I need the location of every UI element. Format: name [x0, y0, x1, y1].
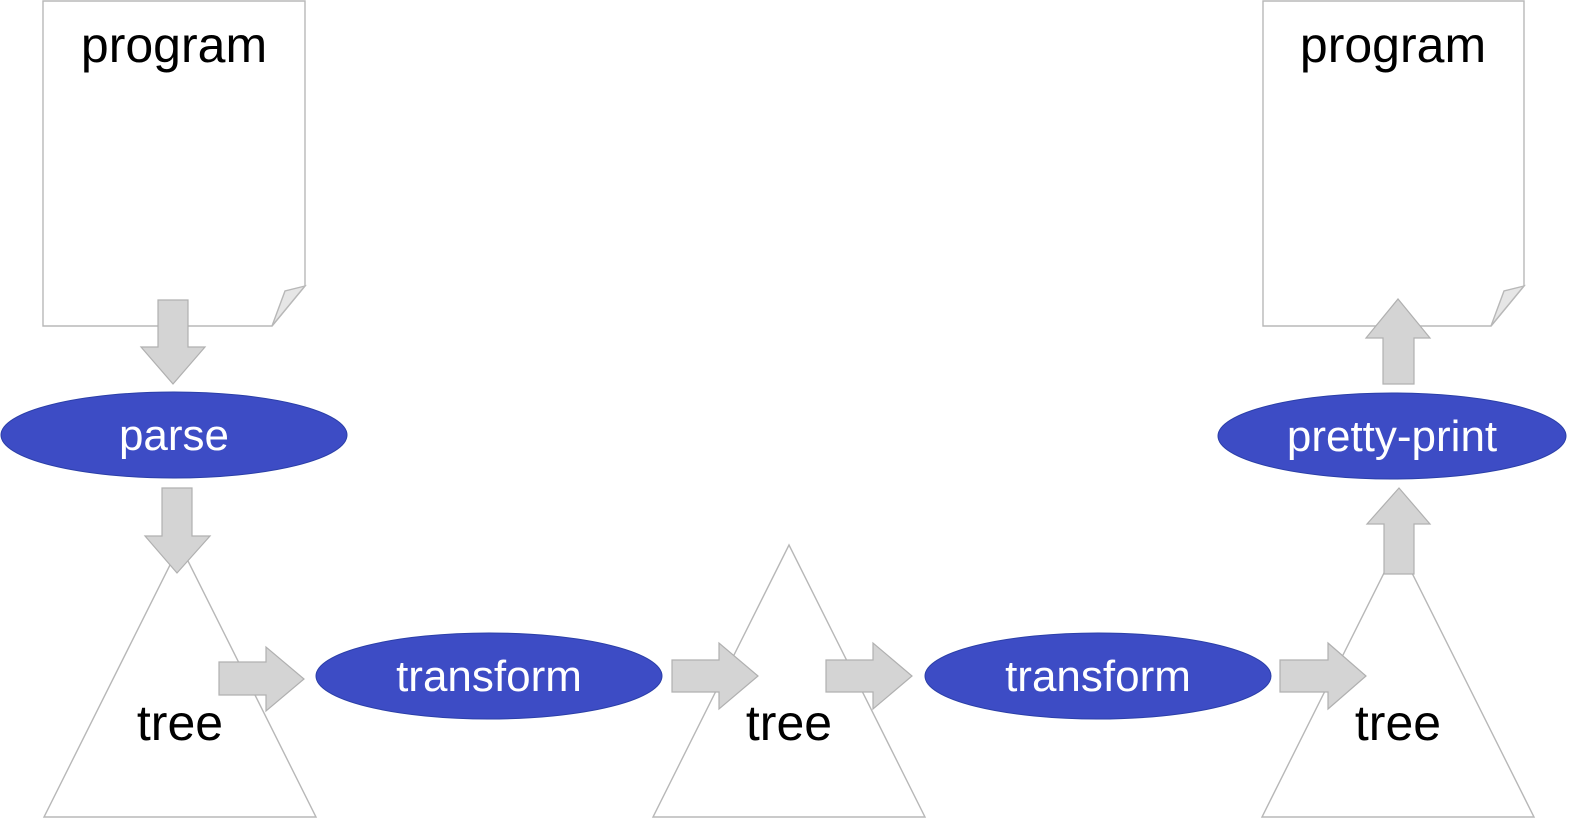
output-program-label: program: [1300, 17, 1486, 73]
tree-2-label: tree: [746, 695, 832, 751]
tree-1: tree: [42, 543, 318, 818]
transform-1-process: transform: [315, 632, 663, 720]
tree-3: tree: [1260, 543, 1536, 818]
pretty-print-label: pretty-print: [1287, 412, 1497, 461]
pretty-print-process: pretty-print: [1217, 392, 1567, 480]
arrow-tree1-to-transform1: [218, 645, 305, 713]
input-document-fold: [271, 284, 307, 327]
transform-2-label: transform: [1005, 652, 1191, 701]
arrow-tree2-to-transform2: [825, 641, 913, 711]
input-program-label: program: [81, 17, 267, 73]
arrow-transform1-to-tree2: [671, 641, 759, 711]
arrow-parse-to-tree: [143, 487, 212, 574]
parse-ellipse: [0, 391, 348, 479]
output-document-fold: [1490, 284, 1526, 327]
arrow-program-to-parse: [139, 299, 207, 385]
parse-process: parse: [0, 391, 348, 479]
arrow-transform2-to-tree3: [1279, 641, 1367, 711]
output-program-document: program: [1262, 0, 1526, 327]
transform-2-process: transform: [924, 632, 1272, 720]
parse-label: parse: [119, 411, 229, 460]
transform-1-label: transform: [396, 652, 582, 701]
input-program-document: program: [42, 0, 307, 327]
pretty-print-ellipse: [1217, 392, 1567, 480]
tree-3-label: tree: [1355, 695, 1441, 751]
tree-1-label: tree: [137, 695, 223, 751]
transform-1-ellipse: [315, 632, 663, 720]
arrow-pretty-print-to-program: [1364, 298, 1432, 385]
transform-2-ellipse: [924, 632, 1272, 720]
arrow-tree3-to-pretty-print: [1365, 487, 1432, 575]
